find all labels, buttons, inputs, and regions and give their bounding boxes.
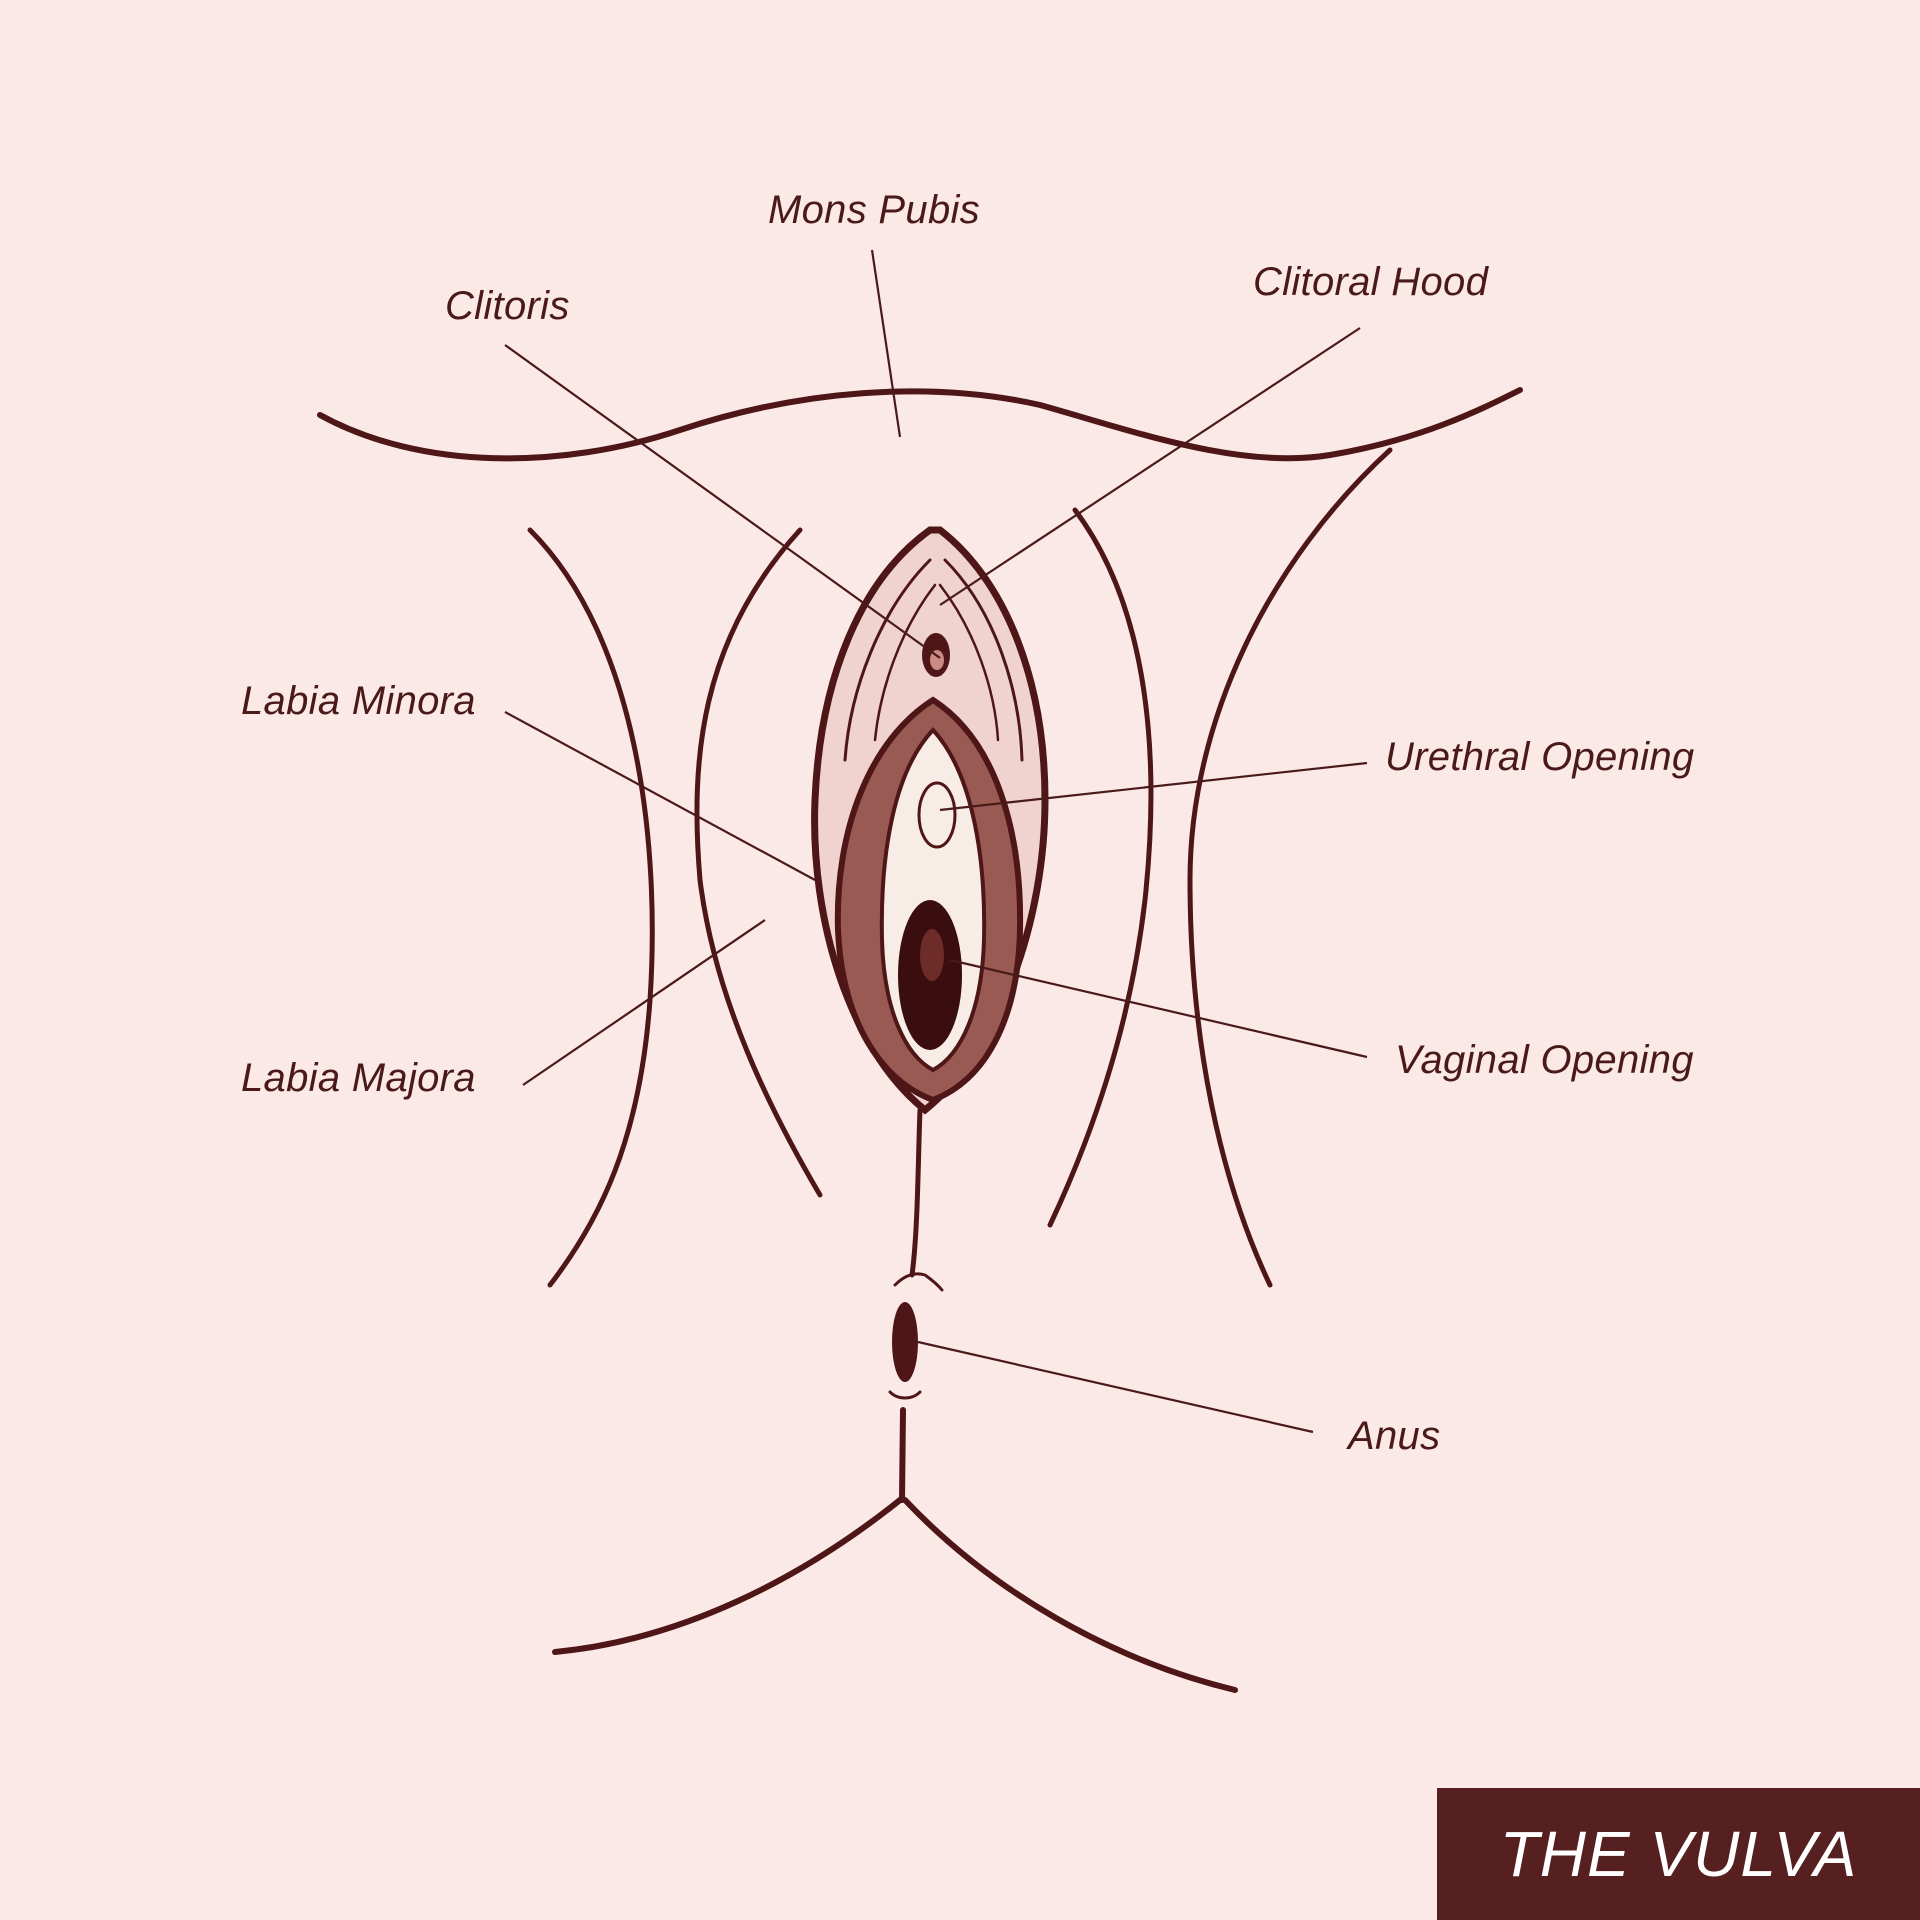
anus-shape <box>892 1302 918 1382</box>
anus-lower-mark <box>888 1390 922 1400</box>
mons-contour <box>317 387 1523 462</box>
label-clitoris: Clitoris <box>445 284 570 328</box>
hood-fold-right <box>943 558 1024 762</box>
label-vaginal-opening: Vaginal Opening <box>1395 1038 1694 1082</box>
gluteal-cleft <box>899 1407 906 1503</box>
label-urethral-opening: Urethral Opening <box>1385 735 1695 779</box>
perineum-fork <box>893 1272 944 1292</box>
leader-vaginal-opening <box>949 958 1368 1059</box>
perineum-line <box>909 1107 923 1278</box>
vaginal-opening-highlight <box>920 929 944 981</box>
hood-fold-inner-right <box>938 583 1000 742</box>
left-gluteal-curve <box>552 1497 903 1655</box>
hood-fold <box>843 558 932 762</box>
hood-fold-inner <box>873 583 937 742</box>
leader-clitoris <box>504 344 941 659</box>
label-labia-majora: Labia Majora <box>241 1056 476 1100</box>
title: THE VULVA <box>1499 1818 1858 1890</box>
label-clitoral-hood: Clitoral Hood <box>1253 260 1489 304</box>
title-banner: THE VULVA <box>1437 1788 1920 1920</box>
label-labia-minora: Labia Minora <box>241 679 476 723</box>
left-labia-majora-line <box>694 527 823 1198</box>
clitoris-highlight <box>930 650 944 670</box>
urethral-opening-shape <box>917 781 957 849</box>
leader-mons-pubis <box>870 249 902 438</box>
leader-anus <box>917 1340 1314 1434</box>
leader-labia-minora <box>504 711 816 881</box>
leader-labia-majora <box>522 919 766 1086</box>
right-outer-thigh-line <box>1187 447 1393 1288</box>
left-outer-thigh-line <box>527 527 655 1288</box>
right-gluteal-curve <box>902 1497 1238 1693</box>
label-anus: Anus <box>1348 1414 1441 1458</box>
leader-clitoral-hood <box>939 327 1361 606</box>
right-labia-majora-line <box>1047 507 1154 1228</box>
label-mons-pubis: Mons Pubis <box>768 188 980 232</box>
leader-urethral-opening <box>939 761 1368 812</box>
